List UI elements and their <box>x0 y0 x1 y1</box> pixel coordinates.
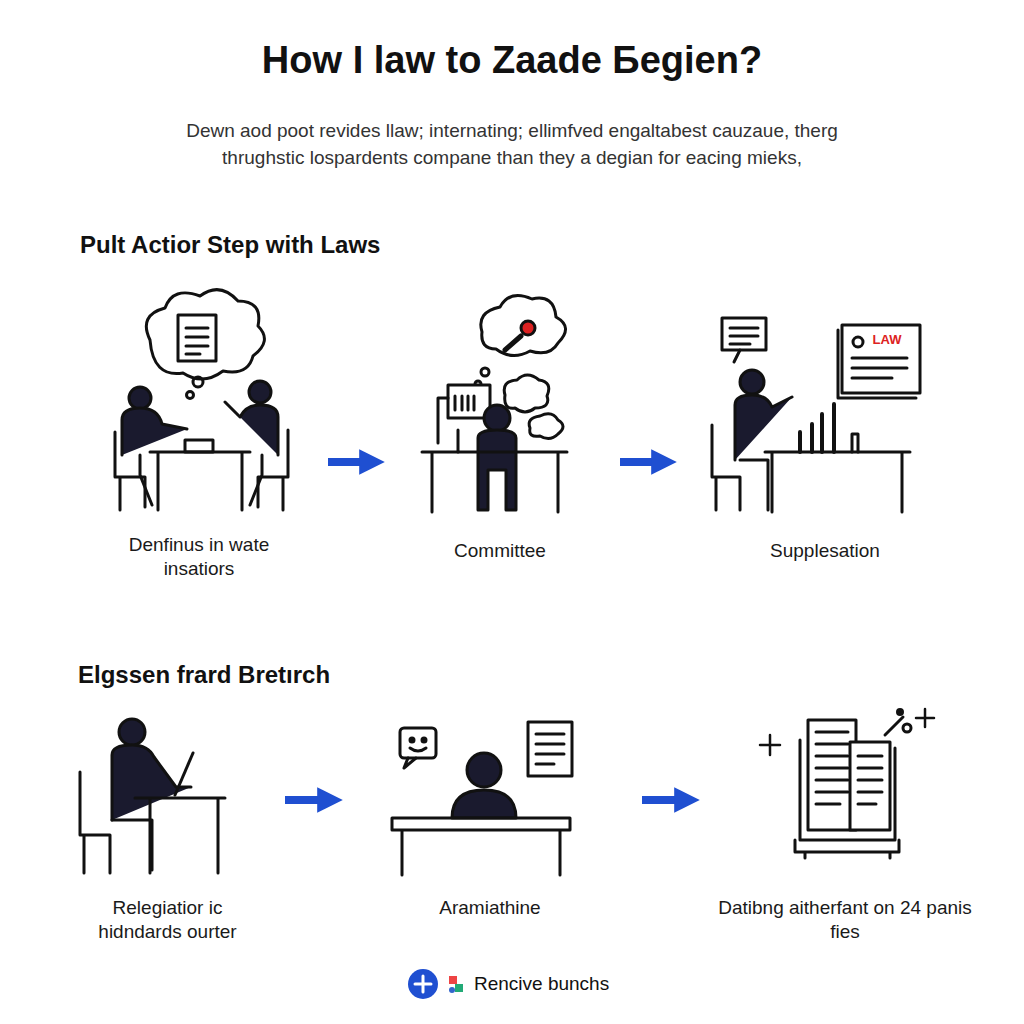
committee-icon <box>422 295 567 512</box>
step-caption: Datibng aitherfant on 24 panis fies <box>715 896 975 944</box>
step-caption: Committee <box>454 539 546 563</box>
step-caption: Supplesation <box>770 539 880 563</box>
footer-link: Rencive bunchs <box>474 972 774 996</box>
step-caption: Aramiathine <box>439 896 540 920</box>
documents-icon <box>760 709 934 858</box>
flow-arrow <box>620 458 664 466</box>
desk-person-icon <box>392 722 572 875</box>
title: How I law to Zaade Бegien? <box>0 36 1024 84</box>
plus-icon <box>408 969 463 999</box>
law-sign-icon <box>712 318 920 512</box>
meeting-icon <box>115 290 288 510</box>
sign-text: LAW <box>852 332 922 348</box>
laptop-icon <box>80 719 225 873</box>
process-step: Supplesation <box>682 295 968 585</box>
section-heading: Elgssen frard Bretırch <box>78 660 678 690</box>
section-heading: Pult Actior Step with Laws <box>80 230 680 260</box>
process-step: Committee <box>390 295 610 585</box>
flow-arrow <box>285 796 330 804</box>
step-caption: Relegiatior ic hidndards ourter <box>83 896 253 944</box>
process-step: Relegiatior ic hidndards ourter <box>60 690 275 950</box>
process-step: Datibng aitherfant on 24 panis fies <box>705 690 985 950</box>
process-step: Aramiathine <box>348 690 632 950</box>
step-caption: Denfinus in wate insatiors <box>124 533 274 581</box>
flow-arrow <box>328 458 372 466</box>
process-step: Denfinus in wate insatiors <box>80 295 318 585</box>
flow-arrow <box>642 796 687 804</box>
subtitle: Dewn aod poot revides llaw; internating;… <box>152 117 872 171</box>
